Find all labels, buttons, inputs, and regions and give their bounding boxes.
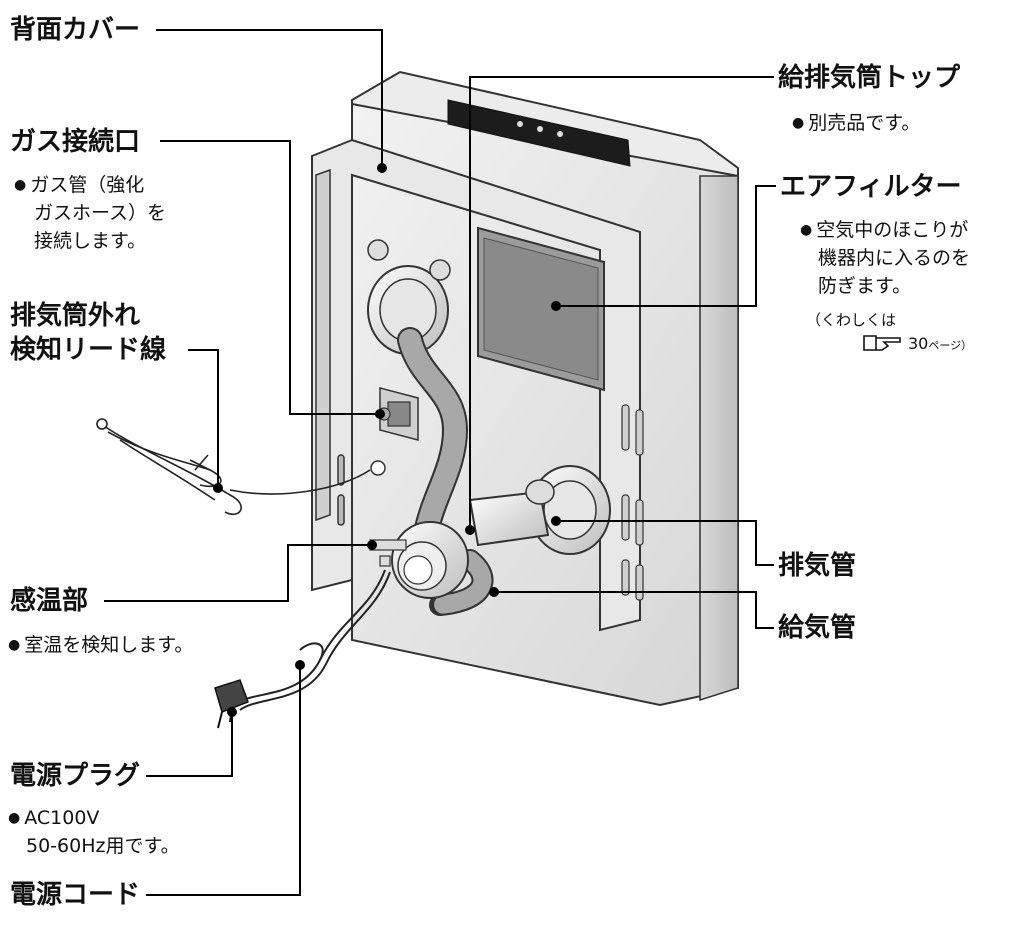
label-temp-sensor: 感温部: [10, 586, 89, 616]
note-air-filter-page: 30ページ）: [908, 334, 972, 356]
note-temp-sensor: 室温を検知します。: [8, 632, 193, 660]
note-air-filter-1: 空気中のほこりが: [800, 217, 968, 245]
note-power-plug-2: 50-60Hz用です。: [26, 835, 180, 857]
control-strip: [447, 99, 631, 167]
page-number: 30: [908, 334, 929, 353]
label-gas-inlet: ガス接続口: [10, 127, 141, 157]
label-power-cord: 電源コード: [10, 880, 141, 910]
label-exhaust-pipe: 排気管: [778, 551, 857, 581]
control-led-icon: [557, 131, 563, 137]
label-intake-pipe: 給気管: [778, 613, 857, 643]
leader-dots: [213, 163, 561, 717]
note-power-plug-1: AC100V: [8, 805, 99, 833]
power-plug-icon: [214, 679, 249, 729]
note-flue-top: 別売品です。: [792, 110, 920, 138]
label-detect-lead-1: 排気筒外れ: [10, 301, 141, 331]
note-air-filter-3: 防ぎます。: [818, 275, 912, 297]
label-air-filter: エアフィルター: [780, 172, 962, 202]
note-air-filter-2: 機器内に入るのを: [818, 247, 971, 269]
heater-right-side: [699, 175, 739, 702]
power-cord: [234, 569, 391, 711]
exhaust-pipe-assembly: [391, 479, 555, 599]
label-flue-top: 給排気筒トップ: [778, 63, 961, 93]
label-detect-lead-2: 検知リード線: [10, 335, 167, 365]
label-power-plug: 電源プラグ: [10, 761, 141, 791]
note-gas-inlet-1: ガス管（強化: [14, 172, 144, 200]
page-suffix: ページ）: [928, 339, 973, 352]
air-filter: [477, 226, 605, 392]
control-led-icon: [517, 121, 523, 127]
flex-hose: [397, 327, 494, 616]
note-air-filter-ref: （くわしくは: [806, 311, 897, 329]
intake-port: [367, 239, 451, 355]
control-led-icon: [537, 126, 543, 132]
label-back-cover: 背面カバー: [10, 15, 141, 45]
pointing-hand-icon: [862, 332, 904, 354]
leader-lines: [104, 29, 776, 896]
back-cover: [311, 138, 644, 632]
note-gas-inlet-2: ガスホース）を: [34, 202, 167, 224]
note-gas-inlet-3: 接続します。: [34, 230, 147, 252]
